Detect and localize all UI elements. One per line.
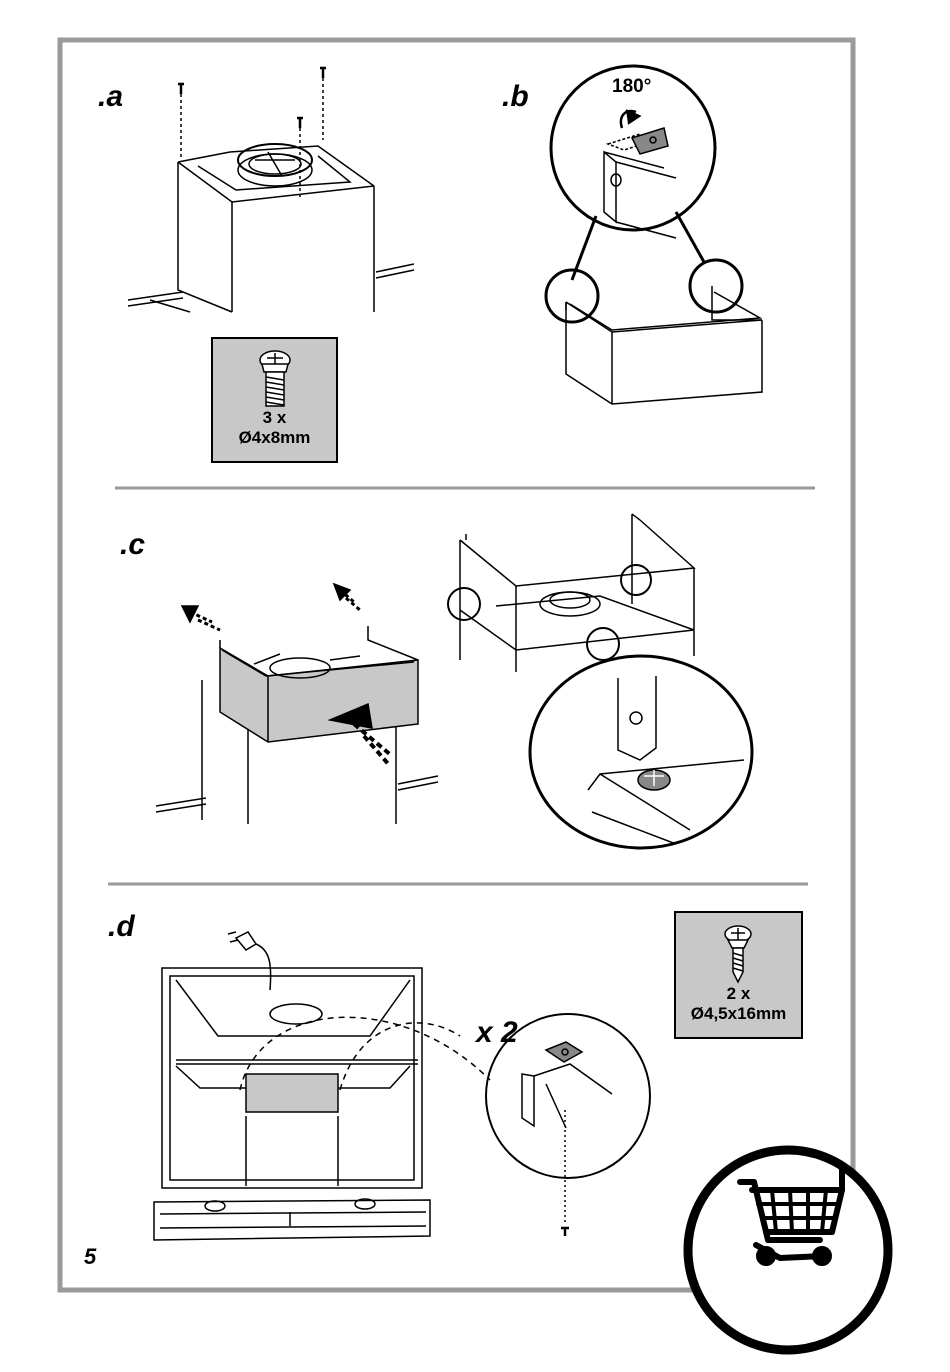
step-d-illustration [154, 932, 650, 1240]
step-a-screw-spec: 3 x Ø4x8mm [212, 408, 337, 460]
step-a-label: .a [98, 80, 123, 114]
step-d-screw-size: Ø4,5x16mm [675, 1004, 802, 1024]
step-b-illustration [546, 66, 762, 404]
shopping-cart-badge [688, 1150, 888, 1350]
step-a-screw-size: Ø4x8mm [212, 428, 337, 448]
rotation-angle-label: 180° [612, 76, 651, 98]
step-c-label: .c [120, 528, 145, 562]
step-c-illustration [156, 514, 752, 848]
page-number: 5 [84, 1244, 96, 1270]
step-d-screw-quantity: 2 x [675, 984, 802, 1004]
step-a-illustration [128, 68, 414, 312]
repeat-multiplier: x 2 [476, 1016, 518, 1050]
step-d-label: .d [108, 910, 135, 944]
page-frame [60, 40, 853, 1290]
step-a-screw-quantity: 3 x [212, 408, 337, 428]
step-b-label: .b [502, 80, 529, 114]
step-d-screw-spec: 2 x Ø4,5x16mm [675, 984, 802, 1034]
